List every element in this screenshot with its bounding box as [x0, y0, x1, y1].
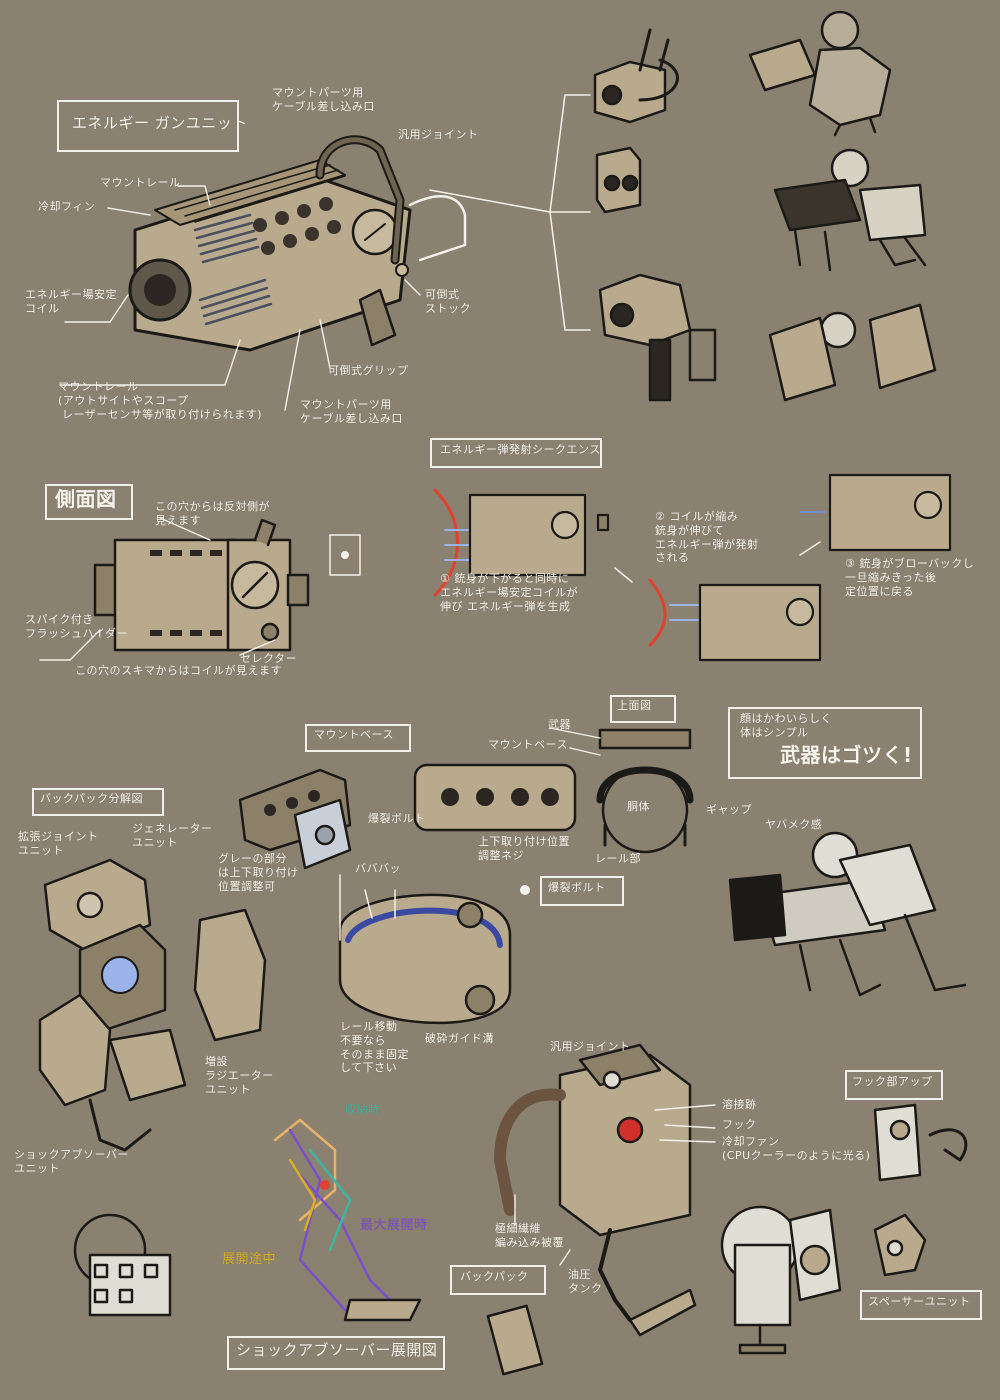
gun-cable-port-top-label: マウントパーツ用 ケーブル差し込み口 [272, 86, 375, 113]
mount-base-sfx: バババッ [355, 862, 401, 875]
gun-folding-grip-label: 可倒式グリップ [328, 364, 409, 377]
backpack-unit-illustration [486, 1043, 697, 1376]
absorber-deploy-title: ショックアブソーバー展開図 [236, 1341, 438, 1359]
sequence-title: エネルギー弾発射シークエンス [440, 443, 601, 456]
side-view-selector-label: セレクター [240, 652, 298, 665]
design-note-line-2: 武器はゴツく! [780, 743, 913, 767]
side-view-illustration [93, 518, 361, 652]
joint-variants [593, 28, 717, 402]
mount-base-rail-move-note: レール移動 不要なら そのまま固定 して下さい [340, 1020, 409, 1075]
gun-mount-rail-bottom-label: マウントレール (アウトサイトやスコープ レーザーセンサ等が取り付けられます) [58, 380, 263, 421]
side-view-flash-hider-label: スパイク付き フラッシュハイダー [25, 613, 128, 640]
top-view-illustration [596, 728, 694, 854]
hook-closeup-title: フック部アップ [852, 1075, 933, 1088]
backpack-weld-label: 溶接跡 [722, 1098, 757, 1111]
design-note-line-1: 顔はかわいらしく 体はシンプル [740, 712, 832, 739]
gun-cooling-fin-label: 冷却フィン [38, 200, 96, 213]
design-note-gap: ギャップ [706, 803, 752, 816]
mount-base-illustration [238, 763, 577, 1025]
backpack-exploded-illustration [38, 858, 267, 1152]
backpack-absorber-unit-label: ショックアブソーバー ユニット [14, 1148, 129, 1175]
gun-title: エネルギー ガンユニット [72, 114, 248, 132]
hook-title-frame [845, 1070, 943, 1100]
spacer-unit-title: スペーサーユニット [868, 1295, 971, 1308]
gun-folding-stock-label: 可倒式 ストック [425, 288, 471, 315]
stacked-blocks-sketch [73, 1213, 172, 1317]
backpack-title: バックパック [460, 1270, 529, 1283]
mount-base-adjust-screw-label: 上下取り付け位置 調整ネジ [478, 835, 570, 862]
sequence-title-frame [430, 438, 602, 468]
hook-closeup-illustration [873, 1103, 968, 1182]
backpack-joint-unit-label: 拡張ジョイント ユニット [18, 830, 99, 857]
side-view-gap-note: この穴のスキマからはコイルが見えます [75, 664, 282, 677]
firing-sequence-illustration [433, 473, 952, 662]
absorber-title-frame [227, 1336, 445, 1370]
explosive-bolt-title-frame [540, 876, 624, 906]
callout-leaders [39, 185, 716, 1266]
gun-stabilizer-coil-label: エネルギー場安定 コイル [25, 288, 117, 315]
backpack-generator-unit-label: ジェネレーター ユニット [132, 822, 213, 849]
top-view-title: 上面図 [617, 699, 652, 712]
sequence-step-2: ② コイルが縮み 銃身が伸びて エネルギー弾が発射 される [655, 510, 759, 565]
backpack-hook-label: フック [722, 1118, 757, 1131]
top-view-body-label: 胴体 [627, 800, 650, 813]
gun-mount-rail-label: マウントレール [100, 176, 181, 189]
gun-cable-port-bottom-label: マウントパーツ用 ケーブル差し込み口 [300, 398, 403, 425]
backpack-wire-label: 極細繊維 編み込み被覆 [495, 1222, 564, 1249]
energy-gun-illustration [128, 135, 467, 352]
absorber-max-label: 最大展開時 [360, 1218, 428, 1233]
robot-with-gun-sketches [748, 10, 937, 402]
gun-title-frame [57, 100, 239, 152]
spacer-title-frame [860, 1290, 982, 1320]
gun-universal-joint-label: 汎用ジョイント [398, 128, 479, 141]
absorber-mid-label: 展開途中 [222, 1252, 277, 1267]
design-note-frame [728, 707, 922, 779]
backpack-exploded-title-frame [32, 788, 164, 816]
mount-base-title: マウントベース [314, 728, 394, 741]
side-view-hole-note: この穴からは反対側が 見えます [155, 500, 270, 527]
backpack-tank-label: 油圧 タンク [568, 1268, 603, 1295]
mount-base-title-frame [305, 724, 411, 752]
mount-base-breaker-guide-label: 破砕ガイド溝 [425, 1032, 494, 1045]
sequence-step-3: ③ 銃身がブローバックし 一旦縮みきった後 定位置に戻る [845, 557, 975, 598]
side-view-title: 側面図 [55, 487, 117, 511]
top-view-rail-label: レール部 [595, 852, 641, 865]
spacer-unit-illustration [720, 1205, 927, 1355]
sequence-step-1: ① 銃身が下がると同時に エネルギー場安定コイルが 伸び エネルギー弾を生成 [440, 572, 578, 613]
backpack-fan-label: 冷却ファン (CPUクーラーのように光る) [722, 1135, 871, 1162]
backpack-title-frame [450, 1265, 546, 1295]
top-view-mount-base-label: マウントベース [488, 738, 568, 751]
mount-base-explosive-bolt-label: 爆裂ボルト [368, 812, 426, 825]
explosive-bolt-title: 爆裂ボルト [548, 881, 606, 894]
absorber-stowed-label: 収納時 [345, 1103, 380, 1116]
side-view-title-frame [45, 484, 133, 520]
backpack-universal-joint-label: 汎用ジョイント [550, 1040, 631, 1053]
joint-callout-lines [429, 94, 591, 331]
mount-base-gray-part-note: グレーの部分 は上下取り付け 位置調整可 [218, 852, 299, 893]
top-view-title-frame [610, 695, 676, 723]
backpack-radiator-unit-label: 増設 ラジエーター ユニット [205, 1055, 274, 1096]
robot-aiming-illustration [728, 831, 967, 997]
shock-absorber-deploy-illustration [273, 1118, 422, 1322]
design-note-danger: ヤバメク感 [765, 818, 823, 831]
top-view-weapon-label: 武器 [548, 718, 571, 731]
backpack-exploded-title: バックパック分解図 [40, 792, 143, 805]
